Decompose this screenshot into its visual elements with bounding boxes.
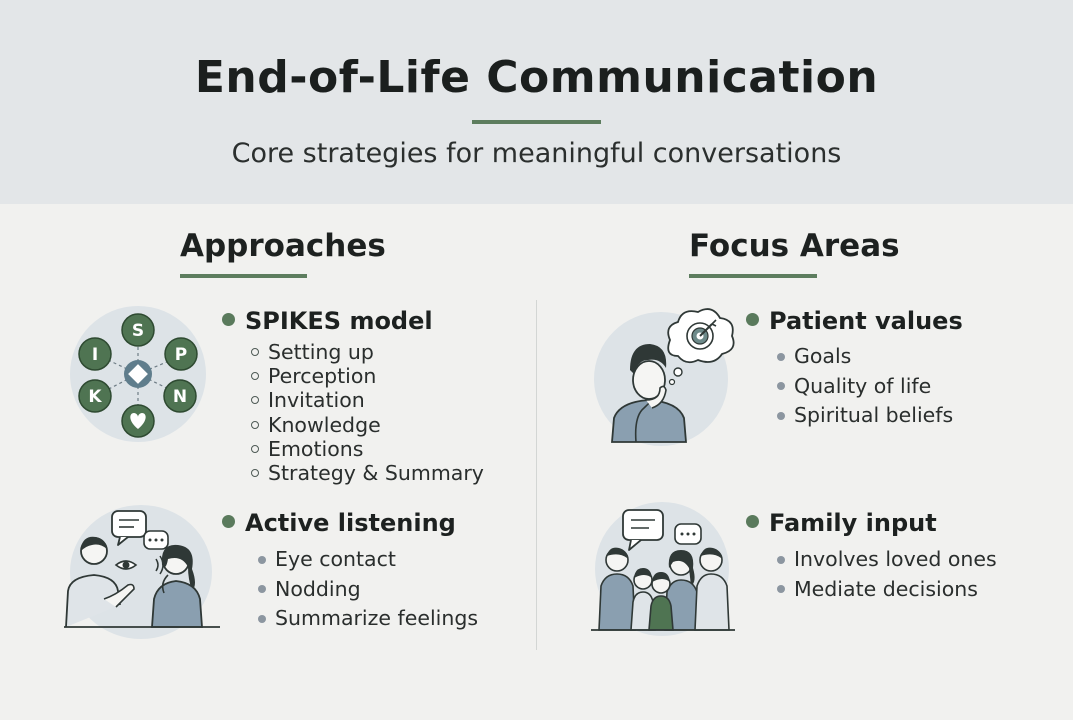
list-item: Strategy & Summary	[250, 461, 484, 485]
spikes-letter-s: S	[132, 321, 144, 341]
list-item: Setting up	[250, 340, 484, 364]
approaches-heading: Approaches	[180, 228, 386, 264]
list-item: Goals	[776, 342, 953, 372]
family-input-list: Involves loved ones Mediate decisions	[776, 545, 997, 604]
list-item: Quality of life	[776, 372, 953, 402]
spikes-letter-i: I	[92, 345, 98, 365]
spikes-letter-n: N	[173, 387, 187, 407]
list-item: Spiritual beliefs	[776, 401, 953, 431]
title-underline	[472, 120, 601, 124]
list-item: Knowledge	[250, 413, 484, 437]
approaches-underline	[180, 274, 307, 278]
active-listening-title: Active listening	[222, 509, 456, 537]
spikes-title-text: SPIKES model	[245, 307, 433, 335]
list-item: Summarize feelings	[257, 604, 478, 634]
page-title: End-of-Life Communication	[194, 52, 879, 103]
patient-values-list: Goals Quality of life Spiritual beliefs	[776, 342, 953, 431]
bullet-dot	[746, 313, 759, 326]
family-input-icon	[591, 502, 735, 636]
focus-areas-underline	[689, 274, 817, 278]
active-listening-icon	[64, 505, 220, 639]
header-band: End-of-Life Communication Core strategie…	[0, 0, 1073, 204]
spikes-steps-list: Setting up Perception Invitation Knowled…	[250, 340, 484, 485]
bullet-dot	[222, 313, 235, 326]
spikes-icon: S P N K I	[70, 306, 206, 442]
bullet-dot	[746, 515, 759, 528]
spikes-title: SPIKES model	[222, 307, 433, 335]
family-input-title: Family input	[746, 509, 937, 537]
list-item: Nodding	[257, 575, 478, 605]
family-input-title-text: Family input	[769, 509, 937, 537]
spikes-letter-p: P	[175, 345, 187, 365]
column-divider	[536, 300, 537, 650]
list-item: Perception	[250, 364, 484, 388]
active-listening-list: Eye contact Nodding Summarize feelings	[257, 545, 478, 634]
spikes-letter-k: K	[88, 387, 102, 407]
list-item: Involves loved ones	[776, 545, 997, 575]
list-item: Emotions	[250, 437, 484, 461]
page-subtitle: Core strategies for meaningful conversat…	[231, 138, 842, 169]
patient-values-icon	[594, 308, 735, 446]
patient-values-title-text: Patient values	[769, 307, 963, 335]
list-item: Mediate decisions	[776, 575, 997, 605]
list-item: Eye contact	[257, 545, 478, 575]
list-item: Invitation	[250, 388, 484, 412]
patient-values-title: Patient values	[746, 307, 963, 335]
active-listening-title-text: Active listening	[245, 509, 456, 537]
bullet-dot	[222, 515, 235, 528]
focus-areas-heading: Focus Areas	[689, 228, 900, 264]
